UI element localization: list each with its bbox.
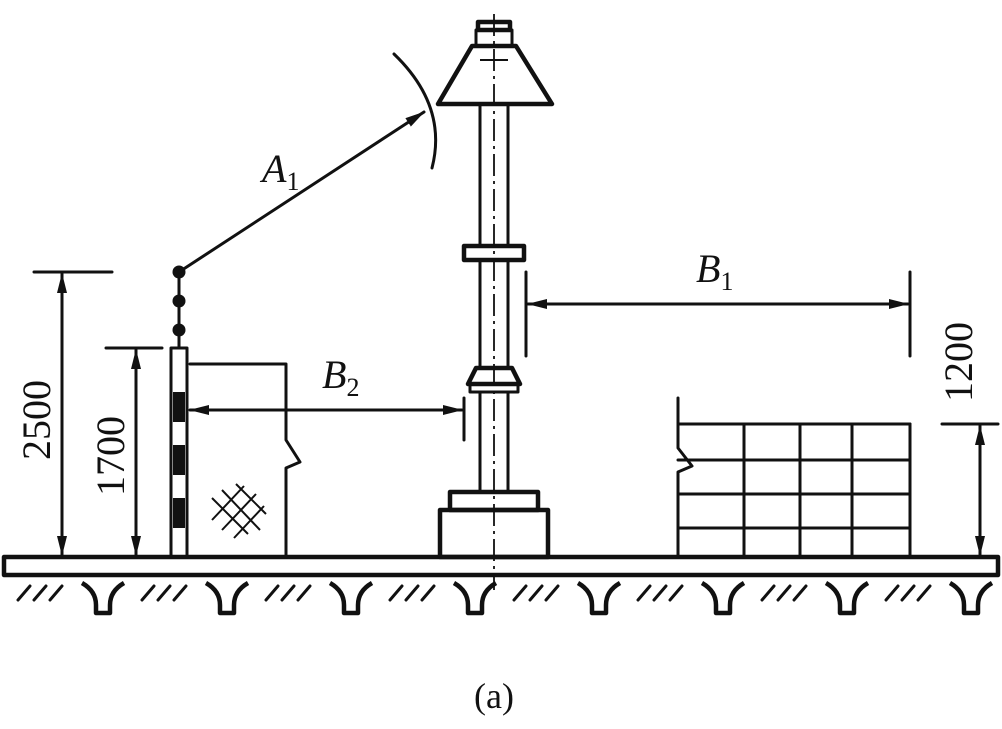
sleepers [80, 581, 994, 616]
dimension-1700: 1700 [88, 346, 164, 557]
figure-caption: (a) [474, 676, 514, 716]
ground-beam [1, 554, 1001, 578]
label-1200: 1200 [936, 322, 981, 402]
dimension-2500: 2500 [14, 270, 114, 557]
label-b2: B2 [322, 352, 359, 402]
left-fence-post [169, 265, 189, 559]
label-1700: 1700 [88, 416, 133, 496]
central-column [435, 14, 555, 590]
dimension-b1: B1 [524, 246, 912, 358]
mesh-fence [188, 362, 302, 559]
dimension-b2: B2 [188, 352, 466, 442]
dimension-a1: A1 [177, 52, 438, 274]
label-a1: A1 [259, 146, 299, 196]
label-b1: B1 [696, 246, 733, 296]
label-2500: 2500 [14, 380, 59, 460]
ground-hatching [16, 584, 932, 602]
brick-wall [676, 396, 912, 559]
dimension-1200: 1200 [936, 322, 1000, 557]
